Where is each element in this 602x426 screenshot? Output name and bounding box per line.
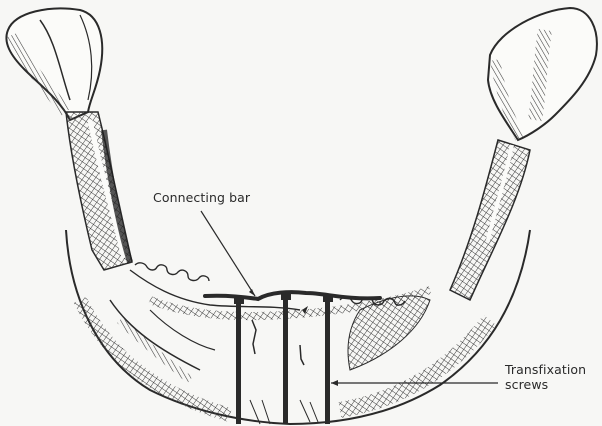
right-condyle [486,6,598,142]
right-ramus [449,139,531,302]
screw-right [323,296,333,424]
transfixation-screws-label-line1: Transfixation [505,362,587,377]
transfixation-screws [234,294,333,424]
screw-left [234,298,244,424]
symphysis-marks [249,306,319,425]
left-ramus [65,111,133,271]
mandible-body [65,229,531,426]
screw-center [281,294,291,424]
connecting-bar-leader [200,210,256,297]
transfixation-screws-label: Transfixation screws [505,362,586,392]
connecting-bar [203,290,382,302]
connecting-bar-label: Connecting bar [153,190,251,205]
left-condyle [5,7,104,122]
transfixation-screws-label-line2: screws [505,377,549,392]
